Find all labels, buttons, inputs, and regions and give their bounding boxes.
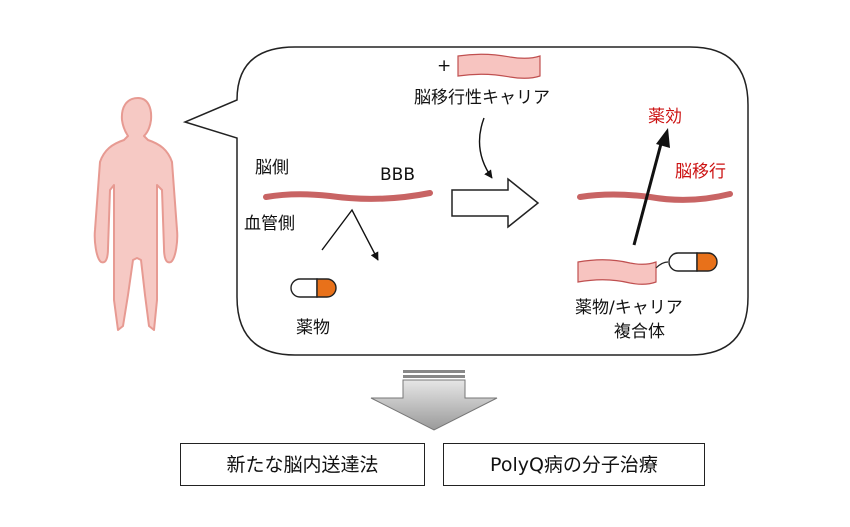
carrier-strip-top [457,53,541,79]
brain-side-label: 脳側 [255,158,289,178]
carrier-label: 脳移行性キャリア [414,88,550,108]
drug-label: 薬物 [296,318,330,338]
bbb-membrane-left [263,190,433,202]
complex-label-line2: 複合体 [614,322,665,342]
result-arrow [370,370,498,431]
drug-capsule-icon [290,278,337,298]
bbb-membrane-right [577,191,733,203]
complex-capsule-icon [668,252,718,272]
blood-side-label: 血管側 [244,214,295,234]
complex-label-line1: 薬物/キャリア [575,298,683,318]
human-figure-icon [93,97,179,331]
carrier-arrow [478,117,493,179]
bbb-label: BBB [380,165,415,185]
transfer-arrow [632,139,664,246]
carrier-strip-complex [577,259,657,285]
transfer-arrow-head [656,128,670,148]
outcome-box-method: 新たな脳内送達法 [180,443,425,486]
process-arrow [451,177,540,229]
effect-label: 薬効 [648,107,682,127]
brain-transfer-label: 脳移行 [675,162,726,182]
outcome-box-therapy: PolyQ病の分子治療 [443,443,705,486]
drug-bounce-arrow [321,208,379,261]
plus-sign: + [437,56,452,76]
complex-tether [655,261,669,269]
